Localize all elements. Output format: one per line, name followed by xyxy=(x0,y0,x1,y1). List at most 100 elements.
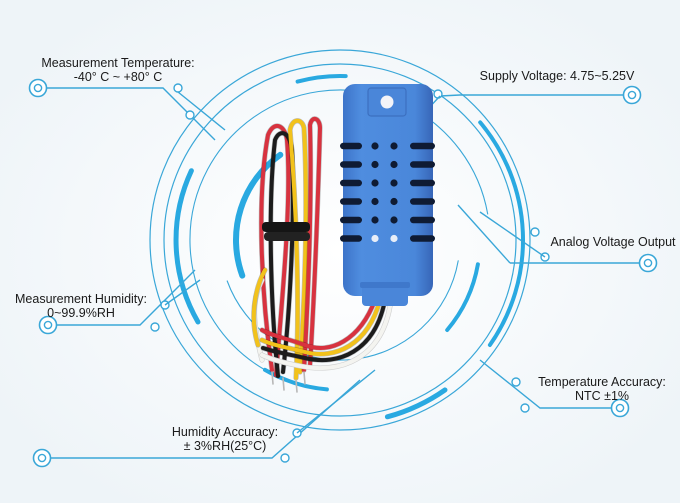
sensor-vents xyxy=(340,142,435,243)
target-outer-ring xyxy=(38,315,58,335)
ring-line xyxy=(163,63,517,417)
callout-title: Humidity Accuracy: xyxy=(171,425,279,439)
vent-slot xyxy=(410,235,435,242)
callout-value: 0~99.9%RH xyxy=(47,306,115,320)
callout-value: NTC ±1% xyxy=(574,389,630,403)
ring-accent-arc xyxy=(445,262,480,332)
connector-line xyxy=(439,94,624,97)
vent-slot xyxy=(340,216,362,224)
vent-slot xyxy=(340,161,362,168)
vent-slot xyxy=(410,142,435,150)
callout-measurement-humidity: Measurement Humidity: 0~99.9%RH xyxy=(6,292,156,320)
vent-hole xyxy=(371,197,379,206)
vent-slot xyxy=(410,216,435,224)
connector-line xyxy=(46,87,216,141)
wire xyxy=(251,268,267,347)
callout-title: Measurement Humidity: xyxy=(15,292,147,306)
vent-slot xyxy=(340,198,362,205)
target-circle-icon xyxy=(610,398,630,418)
vent-hole xyxy=(371,142,379,150)
connector-line xyxy=(56,269,196,326)
sensor-body xyxy=(343,84,433,296)
ring-accent-arc xyxy=(173,168,201,325)
callout-title: Measurement Temperature: xyxy=(41,56,195,70)
ring-accent-arc xyxy=(233,151,284,279)
vent-hole xyxy=(390,142,398,150)
connector-node xyxy=(520,403,530,413)
target-inner-ring xyxy=(643,258,653,268)
callout-humidity-accuracy: Humidity Accuracy: ± 3%RH(25°C) xyxy=(160,425,290,453)
mount-hole xyxy=(380,95,394,109)
connector-node xyxy=(511,377,521,387)
connector-line xyxy=(479,211,546,258)
callout-analog-voltage-output: Analog Voltage Output xyxy=(548,235,678,249)
connector-node xyxy=(185,110,195,120)
sensor-cable-boot-ring xyxy=(360,282,410,288)
callout-value: -40° C ~ +80° C xyxy=(73,70,163,84)
ring-accent-arc xyxy=(384,387,448,420)
wire xyxy=(260,298,393,371)
vent-hole xyxy=(390,197,398,206)
vent-hole xyxy=(390,216,398,224)
decorative-rings xyxy=(149,49,531,431)
connector-line xyxy=(177,91,226,131)
sensor-cable-boot xyxy=(362,284,408,306)
vent-slot xyxy=(340,142,362,150)
callout-connectors xyxy=(46,83,640,463)
target-outer-ring xyxy=(32,448,52,468)
target-circle-icon xyxy=(38,315,58,335)
wire xyxy=(260,298,377,350)
connector-node xyxy=(433,89,443,99)
callout-measurement-temperature: Measurement Temperature: -40° C ~ +80° C xyxy=(18,56,218,84)
connector-node xyxy=(280,453,290,463)
vent-slot xyxy=(410,179,435,187)
vent-hole xyxy=(390,234,398,243)
ring-accent-arc xyxy=(478,120,525,347)
vent-slot xyxy=(340,235,362,242)
ring-line xyxy=(189,89,489,371)
connector-line xyxy=(479,359,612,409)
wire xyxy=(261,298,387,363)
target-circle-icon xyxy=(28,78,48,98)
vent-hole xyxy=(390,179,398,187)
target-inner-ring xyxy=(43,320,53,330)
wire-tip xyxy=(271,371,274,385)
ring-line xyxy=(149,49,531,431)
wire xyxy=(302,116,323,372)
cable-tie xyxy=(264,232,310,241)
target-outer-ring xyxy=(638,253,658,273)
connector-line xyxy=(457,204,511,264)
wire-tip xyxy=(295,379,298,393)
callout-title: Analog Voltage Output xyxy=(550,235,676,249)
vent-hole xyxy=(371,216,379,224)
connector-line xyxy=(296,369,376,434)
target-inner-ring xyxy=(615,403,625,413)
target-inner-ring xyxy=(33,83,43,93)
ring-accent-arc xyxy=(263,367,329,392)
wire xyxy=(260,298,382,357)
cable-tie xyxy=(262,222,310,232)
wire xyxy=(268,131,295,378)
target-circle-icon xyxy=(622,85,642,105)
sensor-wires xyxy=(251,116,394,393)
callout-supply-voltage: Supply Voltage: 4.75~5.25V xyxy=(472,69,642,83)
wire-tip xyxy=(282,377,285,391)
callout-title: Temperature Accuracy: xyxy=(538,375,666,389)
callout-value: ± 3%RH(25°C) xyxy=(183,439,267,453)
connector-node xyxy=(150,322,160,332)
connector-node xyxy=(530,227,540,237)
target-outer-ring xyxy=(28,78,48,98)
connector-line xyxy=(164,279,201,306)
sensor-module xyxy=(340,84,435,306)
vent-hole xyxy=(371,234,379,243)
wire xyxy=(287,118,308,380)
target-outer-ring xyxy=(622,85,642,105)
target-circle-icon xyxy=(32,448,52,468)
vent-slot xyxy=(340,179,362,187)
vent-slot xyxy=(410,161,435,168)
vent-hole xyxy=(371,179,379,187)
target-inner-ring xyxy=(627,90,637,100)
target-circle-icon xyxy=(638,253,658,273)
